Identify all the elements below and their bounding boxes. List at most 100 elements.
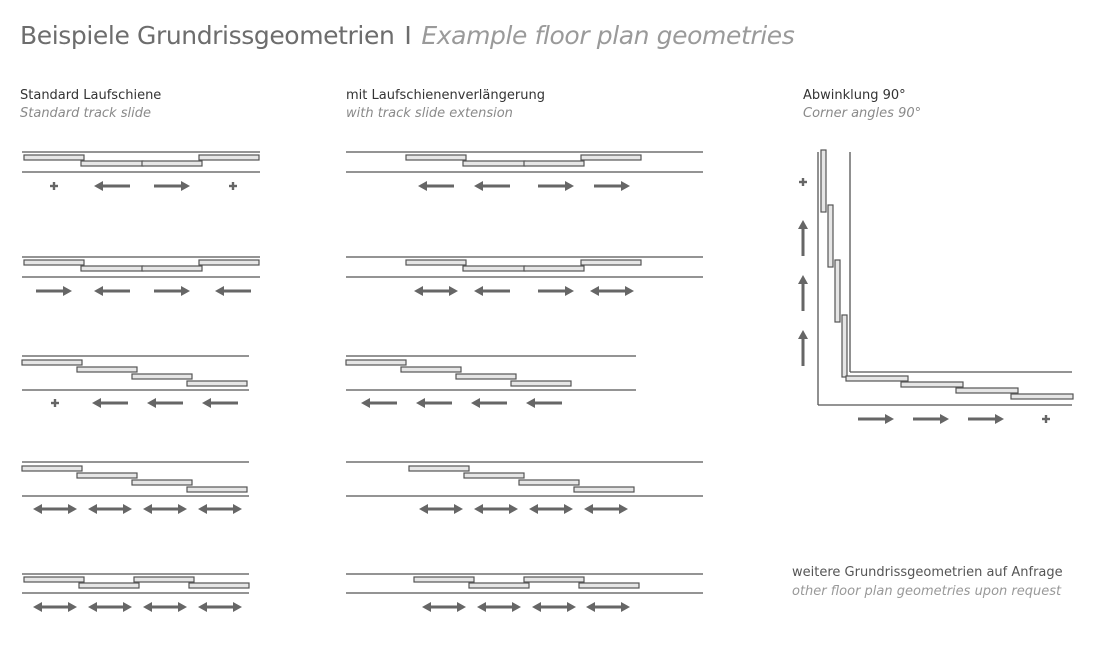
glass-panel <box>141 265 203 272</box>
arrow-head <box>798 220 808 229</box>
glass-panel <box>573 486 635 493</box>
arrow-up-icon <box>798 275 808 311</box>
glass-panel <box>141 160 203 167</box>
arrow-head <box>123 602 132 612</box>
glass-panel <box>523 265 585 272</box>
glass-panel-vertical <box>834 259 841 323</box>
arrow-left-icon <box>147 398 183 408</box>
arrow-right-icon <box>154 286 190 296</box>
arrow-head <box>471 398 480 408</box>
glass-panel <box>76 366 138 373</box>
glass-panel-vertical <box>841 314 848 378</box>
glass-panel <box>510 380 572 387</box>
column-heading-corner-english: Corner angles 90° <box>803 106 922 121</box>
glass-panel <box>523 160 585 167</box>
arrow-head <box>477 602 486 612</box>
glass-panel <box>23 154 85 161</box>
column-heading-standard-german: Standard Laufschiene <box>20 88 162 103</box>
arrow-head <box>422 602 431 612</box>
glass-panel <box>186 380 248 387</box>
request-note: weitere Grundrissgeometrien auf Anfrage … <box>792 563 1063 601</box>
double-arrow-icon <box>198 602 242 612</box>
double-arrow-icon <box>88 602 132 612</box>
extension-configuration-2 <box>346 256 703 296</box>
glass-panel <box>405 259 467 266</box>
arrow-left-icon <box>418 181 454 191</box>
arrow-head <box>94 286 103 296</box>
arrow-head <box>181 286 190 296</box>
double-arrow-icon <box>33 602 77 612</box>
extension-configuration-4 <box>346 461 703 514</box>
glass-panel <box>133 576 195 583</box>
double-arrow-icon <box>532 602 576 612</box>
glass-panel <box>188 582 250 589</box>
arrow-head <box>94 181 103 191</box>
double-arrow-icon <box>422 602 466 612</box>
arrow-head <box>586 602 595 612</box>
column-heading-corner: Abwinklung 90° Corner angles 90° <box>803 87 921 123</box>
standard-configuration-2 <box>22 256 260 296</box>
glass-panel <box>408 465 470 472</box>
plus-bar <box>231 182 235 190</box>
double-arrow-icon <box>33 504 77 514</box>
arrow-head <box>526 398 535 408</box>
glass-panel <box>78 582 140 589</box>
glass-panel <box>21 465 83 472</box>
arrow-right-icon <box>594 181 630 191</box>
arrow-head <box>33 504 42 514</box>
glass-panel <box>23 259 85 266</box>
column-heading-corner-german: Abwinklung 90° <box>803 88 906 103</box>
extension-configuration-1 <box>346 151 703 191</box>
arrow-left-icon <box>94 181 130 191</box>
plus-bar <box>1044 415 1048 423</box>
glass-panel-horizontal <box>900 381 964 388</box>
arrow-head <box>88 504 97 514</box>
arrow-right-icon <box>154 181 190 191</box>
plus-bar <box>52 182 56 190</box>
plus-bar <box>53 399 57 407</box>
glass-panel <box>198 154 260 161</box>
arrow-left-icon <box>474 181 510 191</box>
standard-configuration-4 <box>21 461 249 514</box>
arrow-head <box>512 602 521 612</box>
arrow-left-icon <box>361 398 397 408</box>
glass-panel-horizontal <box>845 375 909 382</box>
arrow-head <box>567 602 576 612</box>
arrow-head <box>178 504 187 514</box>
double-arrow-icon <box>586 602 630 612</box>
request-note-german: weitere Grundrissgeometrien auf Anfrage <box>792 565 1063 580</box>
arrow-right-icon <box>913 414 949 424</box>
glass-panel <box>580 259 642 266</box>
glass-panel <box>578 582 640 589</box>
arrow-head <box>181 181 190 191</box>
arrow-head <box>449 286 458 296</box>
arrow-right-icon <box>538 286 574 296</box>
glass-panel <box>186 486 248 493</box>
arrow-head <box>88 602 97 612</box>
column-heading-extension-german: mit Laufschienenverlängerung <box>346 88 545 103</box>
fixed-panel-icon <box>50 182 58 190</box>
arrow-head <box>529 504 538 514</box>
plus-bar <box>801 178 805 186</box>
glass-panel-horizontal <box>1010 393 1074 400</box>
glass-panel <box>405 154 467 161</box>
double-arrow-icon <box>198 504 242 514</box>
arrow-head <box>143 504 152 514</box>
double-arrow-icon <box>477 602 521 612</box>
extension-configuration-5 <box>346 573 703 612</box>
standard-configuration-3 <box>21 355 249 408</box>
column-heading-extension-english: with track slide extension <box>346 106 513 121</box>
double-arrow-icon <box>143 602 187 612</box>
glass-panel <box>413 576 475 583</box>
arrow-head <box>198 504 207 514</box>
page-title-english: Example floor plan geometries <box>421 21 795 50</box>
glass-panel <box>23 576 85 583</box>
arrow-head <box>565 181 574 191</box>
glass-panel-vertical <box>827 204 834 268</box>
arrow-head <box>885 414 894 424</box>
arrow-head <box>995 414 1004 424</box>
arrow-left-icon <box>416 398 452 408</box>
glass-panel <box>345 359 407 366</box>
arrow-head <box>68 602 77 612</box>
